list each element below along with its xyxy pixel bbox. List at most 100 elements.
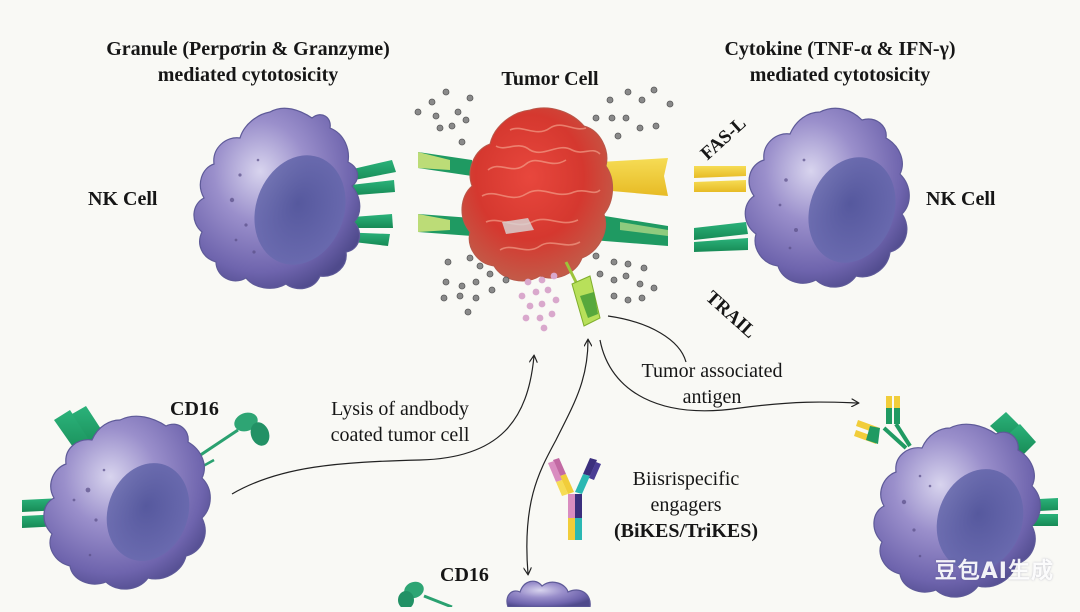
- granule-dot: [596, 270, 604, 278]
- nk-cell-bottom-center: [398, 580, 591, 609]
- watermark: 豆包AI生成: [934, 559, 1054, 584]
- nk-cell-bottom-center-body: [506, 580, 591, 608]
- granule-dot: [442, 88, 450, 96]
- cytokine-heading: Cytokine (TNF-α & IFN-γ) mediated cytoto…: [700, 36, 980, 88]
- arrow-engager-bidirectional: [527, 340, 588, 574]
- granule-dot: [606, 96, 614, 104]
- granule-dot: [476, 262, 484, 270]
- pink-granule-dot: [540, 324, 548, 332]
- tumor-highlight: [502, 218, 534, 234]
- pink-granule-dot: [552, 296, 560, 304]
- tumor-left-receptors: [418, 152, 472, 236]
- fas-l-ligand: [600, 158, 668, 196]
- trail-bar: [694, 222, 748, 240]
- granule-heading: Granule (Perpσrin & Granzyme) mediated c…: [88, 36, 408, 88]
- engagers-line2: engagers: [650, 494, 722, 516]
- cytotoxic-granules: [414, 86, 674, 332]
- nk-cell-right-nucleus: [808, 157, 896, 263]
- granule-dot: [622, 272, 630, 280]
- nk-cell-right: [694, 107, 910, 288]
- granule-dot: [458, 282, 466, 290]
- granule-dot: [592, 114, 600, 122]
- arrow-antigen: [599, 339, 858, 412]
- tumor-cell: [418, 107, 668, 327]
- granule-dot: [592, 252, 600, 260]
- granule-dot: [486, 270, 494, 278]
- granule-dot: [652, 122, 660, 130]
- granules: [901, 474, 932, 558]
- nk-cell-right-ligands: [694, 166, 748, 252]
- fas-l-bar: [694, 180, 746, 192]
- granule-dot: [610, 276, 618, 284]
- nk-cell-bottom-left-nucleus: [106, 463, 190, 561]
- granule-dot: [442, 278, 450, 286]
- bispecific-engager-icon: [548, 458, 601, 540]
- granule-dot: [650, 86, 658, 94]
- granule-dot: [414, 108, 422, 116]
- pink-granule-dot: [544, 286, 552, 294]
- tumor-antigen-annotation: Tumor associated antigen: [624, 358, 800, 410]
- pink-granule-dot: [538, 300, 546, 308]
- granule-dot: [432, 112, 440, 120]
- nk-cell-bottom-left: [22, 406, 270, 590]
- cytokine-heading-line1: Cytokine (TNF-α & IFN-γ): [724, 38, 956, 60]
- nk-cell-left: [193, 107, 396, 290]
- nk-cell-right-label: NK Cell: [926, 188, 996, 210]
- arrow-lysis: [231, 356, 534, 495]
- lysis-annotation-line1: Lysis of andbody: [331, 398, 469, 420]
- engagers-line3: (BiKES/TriKES): [613, 520, 759, 542]
- arrows: [231, 315, 858, 574]
- granule-dot: [454, 108, 462, 116]
- cd16-receptor-bottom: [398, 581, 453, 609]
- granules: [72, 468, 106, 557]
- tumor-cell-label: Tumor Cell: [501, 68, 599, 90]
- granule-dot: [624, 88, 632, 96]
- antibody-bound: [854, 396, 912, 450]
- granule-dot: [636, 280, 644, 288]
- granule-dot: [638, 96, 646, 104]
- granule-dot: [440, 294, 448, 302]
- granule-dot: [466, 254, 474, 262]
- engagers-line1: Biisrispecific: [632, 468, 740, 490]
- pink-granule-dot: [550, 272, 558, 280]
- pink-granule-dot: [526, 302, 534, 310]
- tumor-antigen-stalk: [564, 261, 601, 327]
- cytokine-heading-line2: mediated cytotosicity: [749, 64, 931, 86]
- granule-dot: [466, 94, 474, 102]
- cd16-left-label: CD16: [170, 398, 219, 420]
- antigen-pointer-line: [607, 315, 687, 363]
- granule-dot: [488, 286, 496, 294]
- lysis-annotation: Lysis of andbody coated tumor cell: [310, 396, 490, 448]
- nk-cell-bottom-right-nucleus: [936, 469, 1024, 571]
- engagers-annotation: Biisrispecific engagers (BiKES/TriKES): [598, 466, 774, 544]
- granule-dot: [636, 124, 644, 132]
- nk-cell-left-nucleus: [254, 155, 346, 265]
- granule-dot: [666, 100, 674, 108]
- pink-granule-dot: [538, 276, 546, 284]
- granules: [778, 158, 806, 250]
- granule-dot: [436, 124, 444, 132]
- granule-dot: [428, 98, 436, 106]
- granule-dot: [614, 132, 622, 140]
- granule-heading-line1: Granule (Perpσrin & Granzyme): [106, 38, 390, 60]
- granule-dot: [610, 292, 618, 300]
- granule-dot: [464, 308, 472, 316]
- granule-dot: [650, 284, 658, 292]
- granule-heading-line2: mediated cytotosicity: [157, 64, 339, 86]
- tumor-antigen-line1: Tumor associated: [641, 360, 783, 382]
- granule-dot: [624, 260, 632, 268]
- cd16-bottom-label: CD16: [440, 564, 489, 586]
- lysis-annotation-line2: coated tumor cell: [330, 424, 470, 446]
- tumor-texture: [481, 124, 601, 251]
- pink-granule-dot: [518, 292, 526, 300]
- granules: [229, 158, 260, 254]
- pink-granule-dot: [522, 314, 530, 322]
- nk-cell-left-label: NK Cell: [88, 188, 158, 210]
- fas-l-bar: [694, 166, 746, 178]
- granule-dot: [472, 294, 480, 302]
- granule-dot: [502, 276, 510, 284]
- granule-dot: [640, 264, 648, 272]
- granule-dot: [610, 258, 618, 266]
